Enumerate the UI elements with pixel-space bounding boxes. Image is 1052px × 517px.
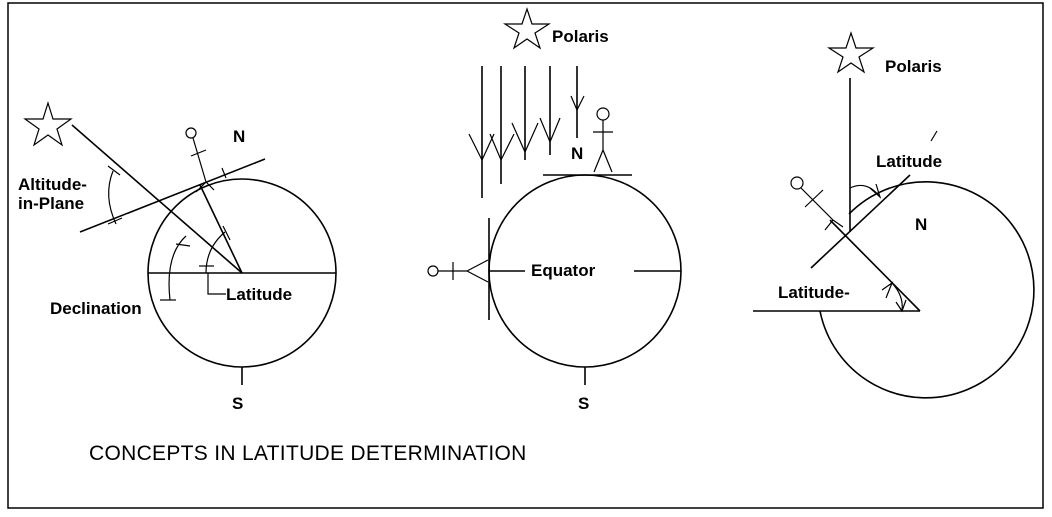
star-icon <box>502 7 552 50</box>
latitude-leader <box>207 273 226 295</box>
star-sightline <box>71 124 243 274</box>
observer-radius <box>199 184 243 274</box>
latitude-top-label: Latitude <box>876 152 942 171</box>
north-label: N <box>233 127 245 146</box>
latitude-arc-top <box>849 184 881 198</box>
frame-border <box>7 2 1044 509</box>
panel-polaris-latitude: Polaris Latitude N Latitude- <box>753 31 1035 399</box>
latitude-label: Latitude <box>226 285 292 304</box>
stick-figure-icon <box>427 259 489 283</box>
parallel-rays <box>468 66 585 198</box>
polaris-label: Polaris <box>552 27 609 46</box>
declination-arc <box>168 235 187 301</box>
diagram-title: CONCEPTS IN LATITUDE DETERMINATION <box>89 442 527 465</box>
altitude-arc <box>108 170 117 225</box>
observer-radius <box>829 219 921 312</box>
latitude-bottom-label: Latitude- <box>778 283 850 302</box>
star-icon <box>23 100 73 147</box>
altitude-label: Altitude- <box>18 175 87 194</box>
panel-polaris-pole: Polaris <box>427 7 682 413</box>
stick-figure-icon <box>185 127 215 193</box>
latitude-arc-bottom <box>891 282 903 312</box>
earth-circle <box>819 181 1035 399</box>
polaris-label: Polaris <box>885 57 942 76</box>
declination-label: Declination <box>50 299 142 318</box>
south-label: S <box>578 394 589 413</box>
north-label: N <box>915 215 927 234</box>
star-icon <box>826 31 876 74</box>
altitude-label-line2: in-Plane <box>18 194 84 213</box>
horizon-plane <box>79 158 266 233</box>
south-label: S <box>232 394 243 413</box>
equator-label: Equator <box>531 261 596 280</box>
latitude-arc-1 <box>205 231 226 274</box>
stick-figure-icon <box>593 107 613 173</box>
north-label: N <box>571 144 583 163</box>
panel-star-altitude: N Altitude- in-Plane Latitude Declinatio… <box>18 100 337 413</box>
stick-figure-icon <box>790 176 844 231</box>
horizon-plane <box>810 174 911 269</box>
